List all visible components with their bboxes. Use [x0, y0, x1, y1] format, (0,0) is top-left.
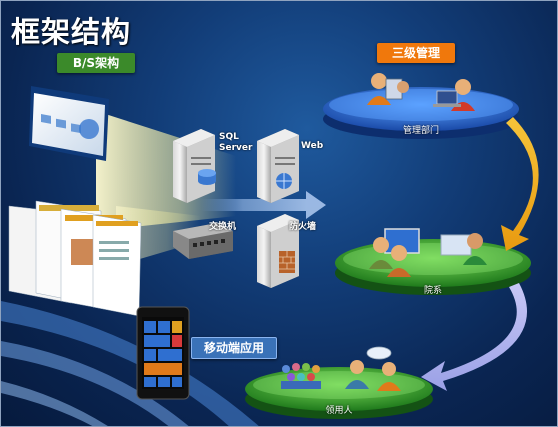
- web-app-screenshots-stack: [8, 200, 142, 317]
- flow-arrow-management-to-department: [501, 117, 539, 251]
- mobile-phone-icon: [136, 306, 190, 400]
- web-app-screenshot-top: [29, 86, 109, 161]
- recipient-label: 领用人: [325, 406, 353, 416]
- recipients-group-icon: [281, 346, 401, 391]
- web-server-label: Web: [301, 141, 324, 151]
- flow-arrow-department-to-recipient: [421, 283, 528, 391]
- three-level-management-badge: 三级管理: [377, 43, 455, 63]
- manager-people-icon: [367, 73, 475, 111]
- bs-architecture-badge: B/S架构: [57, 53, 135, 73]
- management-dept-label: 管理部门: [402, 126, 439, 136]
- firewall-server-icon: [257, 214, 299, 288]
- page-title: 框架结构: [11, 15, 132, 49]
- background-swoosh: [1, 301, 259, 426]
- network-flow-arrow: [201, 191, 326, 219]
- network-switch-icon: [173, 223, 233, 259]
- web-server-icon: [257, 129, 299, 203]
- firewall-label: 防火墙: [289, 222, 317, 232]
- sql-server-label: SQL Server: [219, 132, 253, 153]
- department-staff-icon: [369, 228, 487, 277]
- mobile-app-badge: 移动端应用: [191, 337, 277, 359]
- switch-label: 交换机: [209, 222, 237, 232]
- department-label: 院系: [423, 286, 442, 296]
- sql-server-icon: [173, 129, 216, 203]
